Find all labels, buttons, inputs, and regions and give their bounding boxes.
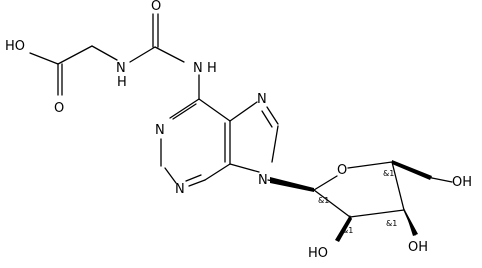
label-n1: N — [155, 123, 165, 138]
label-urea-n-right: N — [193, 61, 203, 76]
label-urea-h-left: H — [117, 75, 127, 90]
label-urea-o: O — [151, 0, 161, 14]
label-urea-h-right: H — [207, 61, 217, 76]
stereo-c2: &1 — [342, 226, 353, 235]
label-oh-2: HO — [308, 246, 328, 261]
stereo-c3: &1 — [386, 219, 397, 228]
stereo-c4: &1 — [383, 169, 394, 178]
label-acid-o: O — [54, 101, 64, 116]
label-n7: N — [257, 92, 267, 107]
atom-labels: HO O N H O N H N N N N O OH HO OH — [5, 0, 472, 261]
label-n9: N — [258, 173, 268, 188]
label-acid-oh: HO — [5, 39, 25, 54]
label-oh-3: OH — [408, 240, 428, 255]
label-ring-o: O — [337, 163, 347, 178]
label-oh-ch2: OH — [452, 175, 472, 190]
wedge-bonds — [270, 160, 432, 242]
label-urea-n-left: N — [116, 61, 126, 76]
stereo-labels: &1 &1 &1 &1 — [318, 169, 397, 235]
bond-lines — [29, 13, 453, 241]
label-n3: N — [175, 182, 185, 197]
stereo-c1: &1 — [318, 196, 329, 205]
